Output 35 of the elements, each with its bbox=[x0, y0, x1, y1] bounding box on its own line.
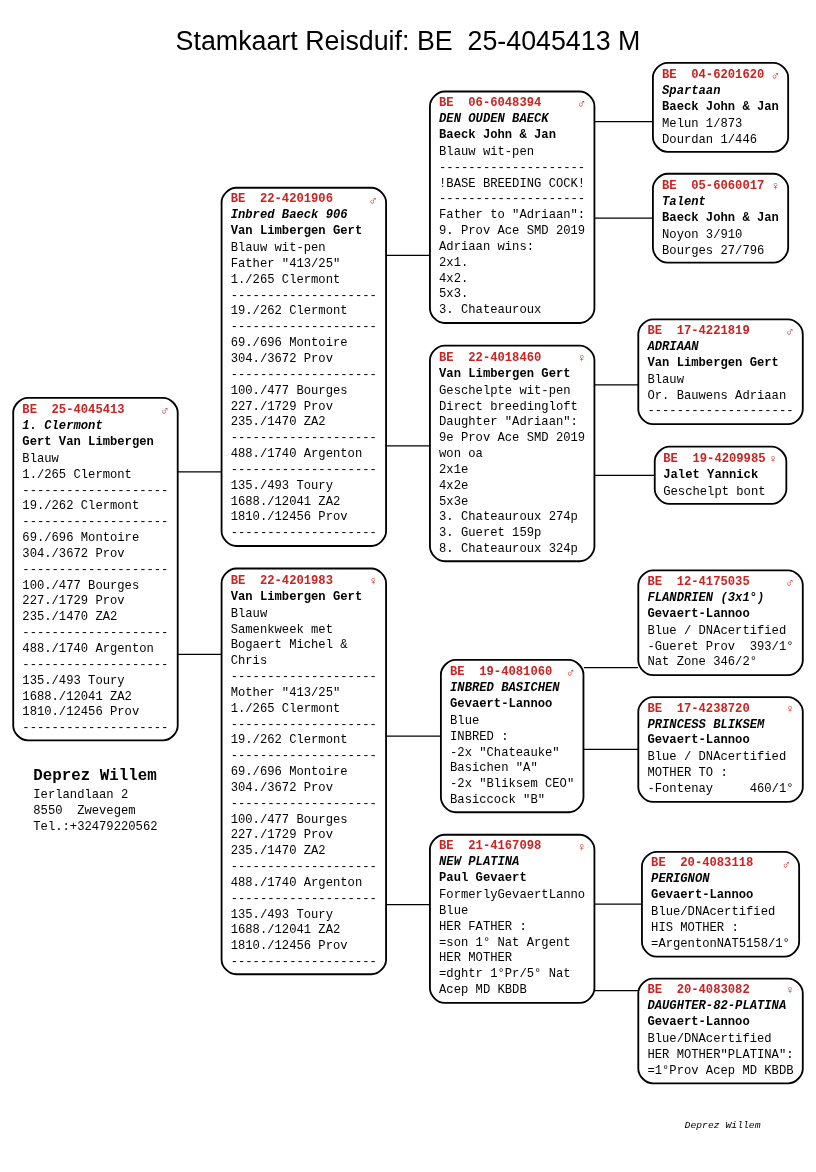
connector bbox=[583, 748, 639, 750]
node-box: BE 22-4201906 ♂ Inbred Baeck 906 Van Limbergen Gert Blauw wit-pen Father "413/25" 1./265 Clermont -------------------- 19./262 Clermont -------------------- 69./696 Montoire 304./3672 Prov -------------------- 100./477 Bourges 227./1729 Prov 235./1470 ZA2 -------------------- 488./1740 Argenton -------------------- 135./493 Toury 1688./12041 ZA2 1810./12456 Prov -------------------- bbox=[220, 186, 387, 547]
node-box: BE 04-6201620 ♂ Spartaan Baeck John & Jan Melun 1/873 Dourdan 1/446 bbox=[652, 61, 790, 153]
node-box: BE 22-4201983 ♀ Van Limbergen Gert Blauw Samenkweek met Bogaert Michel & Chris -------------------- Mother "413/25" 1./265 Clermont -------------------- 19./262 Clermont -------------------- 69./696 Montoire 304./3672 Prov -------------------- 100./477 Bourges 227./1729 Prov 235./1470 ZA2 -------------------- 488./1740 Argenton -------------------- 135./493 Toury 1688./12041 ZA2 1810./12456 Prov -------------------- bbox=[220, 567, 387, 975]
node-box: BE 17-4221819 ♂ ADRIAAN Van Limbergen Gert Blauw Or. Bauwens Adriaan -------------------- bbox=[637, 317, 804, 425]
node-box: BE 17-4238720 ♀ PRINCESS BLIKSEM Gevaert-Lannoo Blue / DNAcertified MOTHER TO : -Fontenay 460/1° bbox=[637, 695, 804, 803]
label: Deprez Willem bbox=[33, 766, 157, 785]
connector bbox=[593, 383, 639, 385]
connector bbox=[593, 989, 639, 991]
connector bbox=[593, 903, 643, 905]
connector bbox=[385, 444, 431, 446]
node-box: BE 19-4209985 ♀ Jalet Yannick Geschelpt bont bbox=[653, 445, 788, 505]
node-box: BE 06-6048394 ♂ DEN OUDEN BAECK Baeck John & Jan Blauw wit-pen -------------------- !BASE BREEDING COCK! -------------------- Father to "Adriaan": 9. Prov Ace SMD 2019 Adriaan wins: 2x1. 4x2. 5x3. 3. Chateauroux bbox=[429, 90, 596, 324]
connector bbox=[385, 903, 431, 905]
node-box: BE 25-4045413 ♂ 1. Clermont Gert Van Limbergen Blauw 1./265 Clermont -------------------- 19./262 Clermont -------------------- 69./696 Montoire 304./3672 Prov -------------------- 100./477 Bourges 227./1729 Prov 235./1470 ZA2 -------------------- 488./1740 Argenton -------------------- 135./493 Toury 1688./12041 ZA2 1810./12456 Prov -------------------- bbox=[12, 396, 179, 741]
node-box: BE 22-4018460 ♀ Van Limbergen Gert Geschelpte wit-pen Direct breedingloft Daughter "Adriaan": 9e Prov Ace SMD 2019 won oa 2x1e 4x2e 5x3e 3. Chateauroux 274p 3. Gueret 159p 8. Chateauroux 324p bbox=[429, 344, 596, 562]
node-box: BE 21-4167098 ♀ NEW PLATINA Paul Gevaert FormerlyGevaertLanno Blue HER FATHER : =son 1° Nat Argent HER MOTHER =dghtr 1°Pr/5° Nat Acep MD KBDB bbox=[429, 833, 596, 1004]
node-box: BE 20-4083082 ♀ DAUGHTER-82-PLATINA Gevaert-Lannoo Blue/DNAcertified HER MOTHER"PLATINA": =1°Prov Acep MD KBDB bbox=[637, 977, 804, 1084]
diagram-title: Stamkaart Reisduif: BE 25-4045413 M bbox=[175, 25, 641, 56]
connector bbox=[177, 653, 222, 655]
connector bbox=[593, 217, 654, 219]
connector bbox=[593, 474, 656, 476]
connector bbox=[593, 120, 654, 122]
label: Ierlandlaan 2 bbox=[33, 787, 129, 802]
label: 8550 Zwevegem bbox=[33, 803, 136, 818]
label: Deprez Willem bbox=[684, 1119, 761, 1131]
connector bbox=[385, 254, 431, 256]
connector bbox=[385, 734, 442, 737]
node-box: BE 12-4175035 ♂ FLANDRIEN (3x1°) Gevaert-Lannoo Blue / DNAcertified -Gueret Prov 393/1° Nat Zone 346/2° bbox=[637, 568, 804, 676]
connector bbox=[583, 666, 639, 668]
node-box: BE 05-6060017 ♀ Talent Baeck John & Jan Noyon 3/910 Bourges 27/796 bbox=[652, 172, 790, 264]
node-box: BE 19-4081060 ♂ INBRED BASICHEN Gevaert-Lannoo Blue INBRED : -2x "Chateauke" Basichen "A" -2x "Bliksem CEO" Basiccock "B" bbox=[440, 658, 585, 813]
connector bbox=[177, 470, 222, 473]
label: Tel.:+32479220562 bbox=[33, 819, 158, 834]
node-box: BE 20-4083118 ♂ PERIGNON Gevaert-Lannoo Blue/DNAcertified HIS MOTHER : =ArgentonNAT5158/1° bbox=[641, 850, 801, 958]
